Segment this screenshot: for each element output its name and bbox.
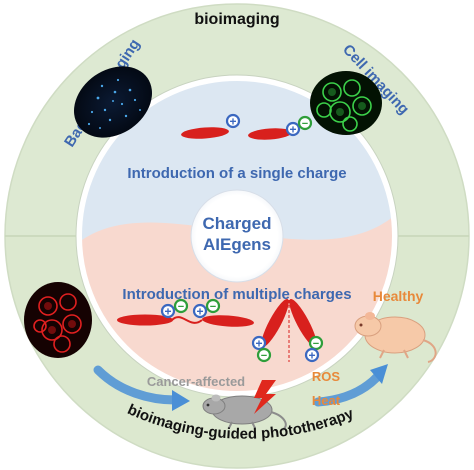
inner-disc	[79, 78, 395, 394]
plus-sign: +	[164, 305, 171, 319]
center-circle	[190, 189, 284, 283]
ros-label: ROS	[312, 369, 341, 384]
bacterial-image-icon	[74, 66, 152, 138]
minus-sign: −	[210, 301, 216, 313]
arrow-icon-left	[93, 365, 190, 411]
single-charge-molecule-left: +	[181, 113, 241, 139]
red-cell-image-icon	[24, 282, 92, 358]
inner-disc-border	[76, 75, 398, 397]
multiple-charges-label: Introduction of multiple charges	[122, 286, 351, 303]
laser-icon	[254, 380, 276, 414]
arrow-icon-right	[313, 364, 388, 407]
minus-sign: −	[302, 118, 308, 130]
minus-sign: −	[178, 301, 184, 313]
minus-sign: −	[261, 350, 267, 362]
cancer-mouse-icon	[202, 394, 287, 431]
single-charge-label: Introduction of a single charge	[127, 165, 346, 182]
multiple-charge-chain: + − + −	[117, 298, 254, 327]
plus-sign: +	[196, 305, 203, 319]
multiple-charge-v: + − − +	[251, 298, 324, 363]
mouse-icon	[354, 312, 437, 363]
plus-sign: +	[289, 123, 296, 137]
cell-image-icon	[310, 71, 382, 135]
title-top-text: bioimaging	[194, 11, 279, 28]
center-line2: AIEgens	[203, 235, 271, 254]
plus-sign: +	[308, 349, 315, 363]
plus-sign: +	[255, 337, 262, 351]
minus-sign: −	[313, 338, 319, 350]
center-line1: Charged	[203, 214, 272, 233]
plus-sign: +	[229, 115, 236, 129]
heat-label: Heat	[312, 393, 341, 408]
single-charge-molecule-right: + −	[248, 115, 313, 140]
healthy-label: Healthy	[373, 288, 424, 304]
title-top: bioimaging	[194, 11, 279, 28]
cancer-label: Cancer-affected	[147, 374, 245, 389]
